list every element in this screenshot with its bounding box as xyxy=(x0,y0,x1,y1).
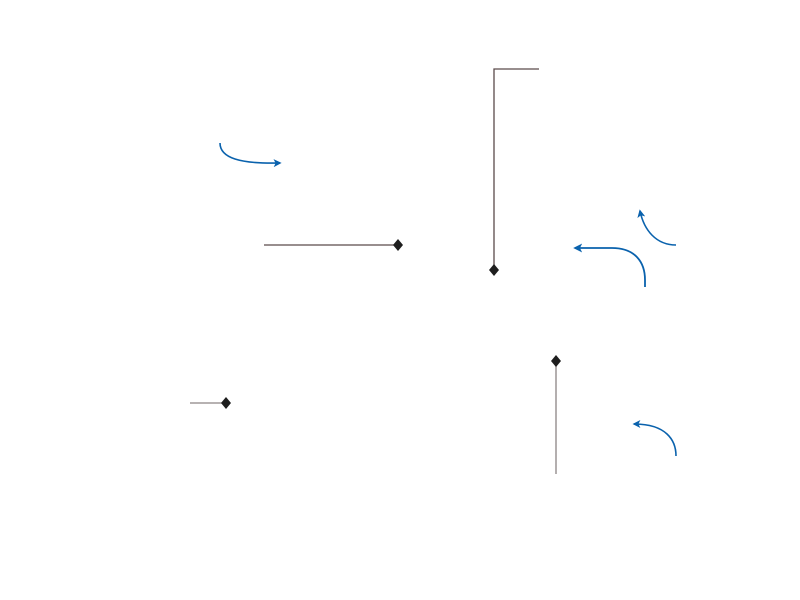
curved-arrow-left-icon xyxy=(573,243,646,287)
diamond-endpoint-icon xyxy=(489,264,499,276)
leader-line-top-bracket xyxy=(493,68,539,270)
diamond-endpoint-icon xyxy=(221,397,231,409)
curved-arrow-right-icon xyxy=(219,142,282,168)
curved-arrow-up-icon xyxy=(637,209,677,246)
curved-arrow-left-bottom-icon xyxy=(632,420,677,457)
diamond-endpoint-icon xyxy=(551,355,561,367)
diamond-endpoint-icon xyxy=(393,239,403,251)
